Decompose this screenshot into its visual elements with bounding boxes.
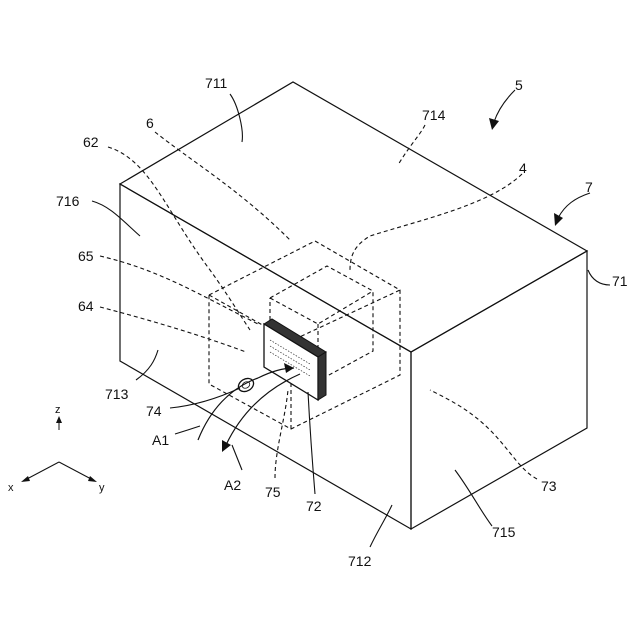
hidden-outer-box xyxy=(209,241,400,429)
axis-label-y: y xyxy=(99,482,105,494)
port-74 xyxy=(236,376,256,394)
axis-indicator xyxy=(21,416,97,482)
label-4: 4 xyxy=(519,160,527,176)
label-716: 716 xyxy=(56,193,80,209)
airflow-a2 xyxy=(226,374,300,445)
label-5: 5 xyxy=(515,77,523,93)
label-62: 62 xyxy=(83,134,99,150)
label-A1: A1 xyxy=(152,432,169,448)
label-64: 64 xyxy=(78,298,94,314)
label-71: 71 xyxy=(612,273,628,289)
label-715: 715 xyxy=(492,524,516,540)
enclosure-box xyxy=(120,82,587,529)
label-6: 6 xyxy=(146,115,154,131)
label-A2: A2 xyxy=(224,477,241,493)
label-7: 7 xyxy=(585,179,593,195)
label-712: 712 xyxy=(348,553,372,569)
label-714: 714 xyxy=(422,107,446,123)
axis-label-z: z xyxy=(55,404,61,416)
right-face xyxy=(411,251,587,529)
reference-labels: 711 6 714 5 62 4 7 716 71 65 64 713 74 A… xyxy=(56,75,628,569)
label-74: 74 xyxy=(146,403,162,419)
label-713: 713 xyxy=(105,386,129,402)
label-73: 73 xyxy=(541,478,557,494)
label-65: 65 xyxy=(78,248,94,264)
axis-label-x: x xyxy=(8,482,14,494)
label-72: 72 xyxy=(306,498,322,514)
circuit-board xyxy=(264,319,326,400)
label-75: 75 xyxy=(265,484,281,500)
leader-lines xyxy=(92,90,610,547)
label-711: 711 xyxy=(205,75,228,91)
